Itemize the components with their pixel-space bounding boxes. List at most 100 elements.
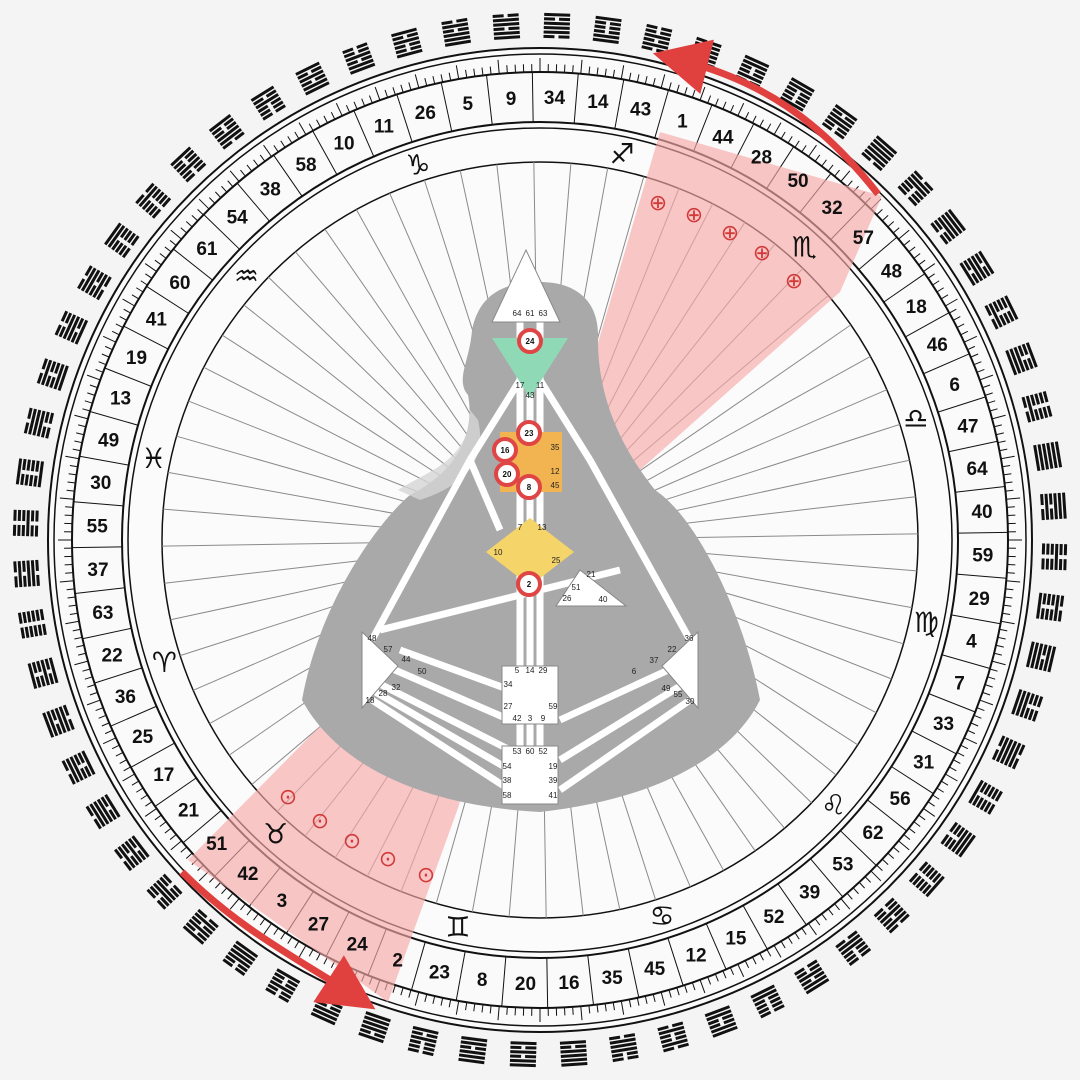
degree-tick	[982, 691, 991, 696]
activation-markers: 24 23 16 20 8 2	[492, 328, 543, 597]
gate-divider	[123, 325, 169, 350]
degree-tick	[408, 989, 412, 998]
degree-tick	[979, 699, 994, 706]
spleen-center	[361, 630, 399, 710]
degree-tick	[69, 612, 78, 615]
gate-divider	[411, 941, 426, 991]
degree-tick	[76, 432, 85, 436]
gate-number-55: 55	[87, 517, 109, 538]
degree-tick	[588, 66, 591, 75]
gemini-sign: ♊	[445, 910, 470, 943]
degree-tick	[69, 465, 78, 468]
hexagram-icon	[940, 821, 976, 858]
degree-tick	[74, 636, 83, 640]
personality-sun-symbol-3: ⊙	[343, 829, 361, 854]
degree-tick	[967, 345, 976, 351]
degree-tick	[497, 59, 500, 74]
gate-label-11: 11	[536, 381, 545, 390]
degree-tick	[323, 115, 328, 124]
throat-gate-labels: 35 12 45	[551, 443, 560, 490]
hexagram-icon	[441, 17, 472, 47]
gate-divider	[928, 693, 976, 713]
gate-number-6: 6	[949, 375, 960, 396]
degree-tick	[620, 65, 625, 80]
degree-tick	[89, 384, 98, 389]
degree-tick	[1006, 506, 1015, 508]
degree-tick	[952, 759, 961, 764]
gate-number-64: 64	[967, 459, 989, 480]
scorpio-sign: ♏	[792, 230, 817, 263]
cancer-sign: ♋	[650, 900, 675, 933]
degree-tick	[191, 215, 199, 222]
degree-tick	[714, 973, 719, 982]
degree-tick	[989, 408, 998, 412]
degree-tick	[259, 918, 266, 926]
degree-tick	[699, 979, 706, 994]
gate-label-9: 9	[541, 714, 546, 723]
degree-tick	[923, 263, 936, 272]
gate-label-63: 63	[539, 309, 548, 318]
degree-tick	[908, 827, 916, 834]
degree-tick	[227, 892, 234, 900]
degree-tick	[744, 111, 750, 120]
gate-number-20: 20	[515, 974, 536, 995]
degree-tick	[408, 82, 412, 91]
gate-label-10: 10	[494, 548, 503, 557]
gate-label-34: 34	[504, 680, 513, 689]
degree-tick	[87, 392, 96, 396]
degree-tick	[104, 729, 113, 735]
gate-divider	[396, 94, 413, 143]
hexagram-icon	[608, 1033, 639, 1063]
personality-sun-symbol-4: ⊙	[379, 847, 397, 872]
gate-number-44: 44	[712, 127, 734, 148]
design-earth-symbol-2: ⊕	[685, 203, 703, 228]
gate-number-10: 10	[333, 134, 354, 155]
hexagram-icon	[358, 1011, 391, 1044]
degree-tick	[1004, 481, 1013, 484]
gate-label-57: 57	[384, 645, 393, 654]
degree-tick	[940, 294, 949, 300]
gate-divider	[203, 214, 240, 250]
gate-number-33: 33	[933, 714, 954, 735]
gate-label-36: 36	[685, 634, 694, 643]
degree-tick	[808, 923, 817, 936]
degree-tick	[263, 144, 272, 157]
design-earth-symbol-4: ⊕	[753, 241, 771, 266]
hexagram-icon	[61, 750, 96, 785]
degree-tick	[982, 384, 991, 389]
degree-tick	[949, 766, 957, 772]
libra-sign: ♎	[903, 402, 928, 435]
degree-tick	[368, 95, 373, 104]
degree-tick	[82, 668, 91, 672]
degree-tick	[821, 159, 827, 167]
hexagram-icon	[458, 1036, 488, 1065]
degree-tick	[612, 1002, 615, 1011]
degree-tick	[580, 59, 583, 74]
degree-tick	[208, 197, 216, 204]
degree-tick	[827, 164, 834, 172]
degree-tick	[465, 69, 468, 78]
gate-divider	[905, 312, 950, 338]
gate-number-7: 7	[954, 673, 965, 694]
hexagram-icon	[835, 930, 872, 967]
degree-tick	[497, 1006, 500, 1021]
gate-number-22: 22	[102, 646, 123, 667]
hexagram-icon	[704, 1005, 738, 1038]
degree-tick	[440, 997, 444, 1006]
hexagram-ring	[12, 12, 1068, 1068]
gate-divider	[531, 72, 534, 123]
gate-label-35: 35	[551, 443, 560, 452]
gate-divider	[667, 937, 684, 986]
gate-label-53: 53	[513, 747, 522, 756]
heart-center	[555, 569, 628, 607]
degree-tick	[898, 229, 910, 240]
degree-tick	[913, 253, 921, 259]
degree-tick	[66, 489, 75, 492]
degree-tick	[956, 323, 965, 328]
leo-sign: ♌	[821, 788, 846, 821]
degree-tick	[145, 801, 153, 807]
degree-tick	[927, 273, 935, 279]
degree-tick	[918, 259, 926, 266]
degree-tick	[263, 923, 272, 936]
